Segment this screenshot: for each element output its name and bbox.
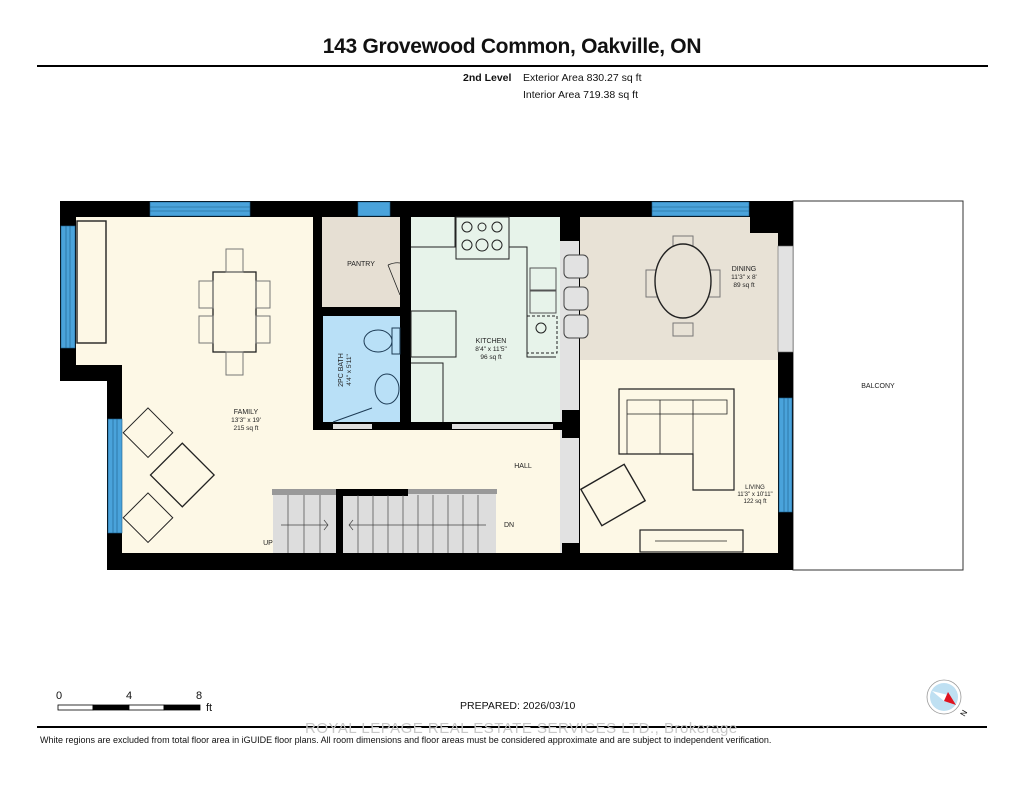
windows: [60, 201, 793, 534]
footer-divider: [37, 726, 987, 728]
living-label: LIVING: [745, 485, 765, 491]
family-dims: 13'3" x 19': [231, 417, 261, 424]
kitchen-dims: 8'4" x 11'5": [475, 346, 507, 353]
disclaimer-text: White regions are excluded from total fl…: [40, 735, 772, 745]
scale-tick-8: 8: [196, 690, 203, 702]
stairs-down-label: DN: [504, 522, 514, 529]
hall-label: HALL: [514, 463, 532, 470]
dining-dims: 11'3" x 8': [731, 274, 757, 281]
bar-stools: [563, 254, 589, 339]
scale-tick-4: 4: [126, 690, 133, 702]
family-furniture: [76, 220, 271, 544]
svg-text:N: N: [959, 708, 970, 718]
kitchen-area: 96 sq ft: [480, 354, 502, 361]
bath-floor: [323, 316, 400, 422]
staircase: [272, 489, 497, 553]
living-area: 122 sq ft: [743, 499, 766, 505]
dining-label: DINING: [732, 266, 757, 273]
pantry-label: PANTRY: [347, 261, 375, 268]
scale-unit: ft: [206, 702, 213, 714]
header-divider: [37, 65, 988, 67]
family-area: 215 sq ft: [234, 425, 259, 432]
scale-tick-0: 0: [56, 690, 63, 702]
level-label: 2nd Level: [463, 72, 512, 84]
kitchen-fixtures: [410, 216, 558, 422]
kitchen-label: KITCHEN: [476, 338, 507, 345]
patio-door: [777, 245, 794, 353]
compass-icon: N: [926, 679, 970, 718]
dining-area: 89 sq ft: [733, 282, 755, 289]
scale-bar: [57, 704, 201, 711]
bath-fixtures: [332, 327, 401, 423]
brokerage-watermark: ROYAL LEPAGE REAL ESTATE SERVICES LTD., …: [305, 720, 738, 737]
living-furniture: [579, 388, 744, 553]
family-floor: [76, 217, 562, 553]
prepared-date: PREPARED: 2026/03/10: [460, 700, 576, 712]
living-dims: 11'3" x 10'11": [737, 492, 772, 498]
pantry-floor: [322, 217, 400, 307]
balcony-label: BALCONY: [861, 383, 895, 390]
interior-area: Interior Area 719.38 sq ft: [523, 89, 638, 101]
living-floor: [580, 360, 778, 553]
page-title: 143 Grovewood Common, Oakville, ON: [322, 35, 702, 58]
bath-label: 2PC BATH: [338, 353, 345, 387]
dining-furniture: [645, 235, 721, 337]
kitchen-floor: [411, 217, 560, 422]
balcony-area: [792, 200, 964, 571]
family-label: FAMILY: [234, 409, 259, 416]
stairs-up-label: UP: [263, 540, 273, 547]
bath-dims: 4'4" x 5'11": [346, 354, 353, 386]
exterior-area: Exterior Area 830.27 sq ft: [523, 72, 642, 84]
room-labels: FAMILY 13'3" x 19' 215 sq ft PANTRY KITC…: [231, 261, 895, 547]
